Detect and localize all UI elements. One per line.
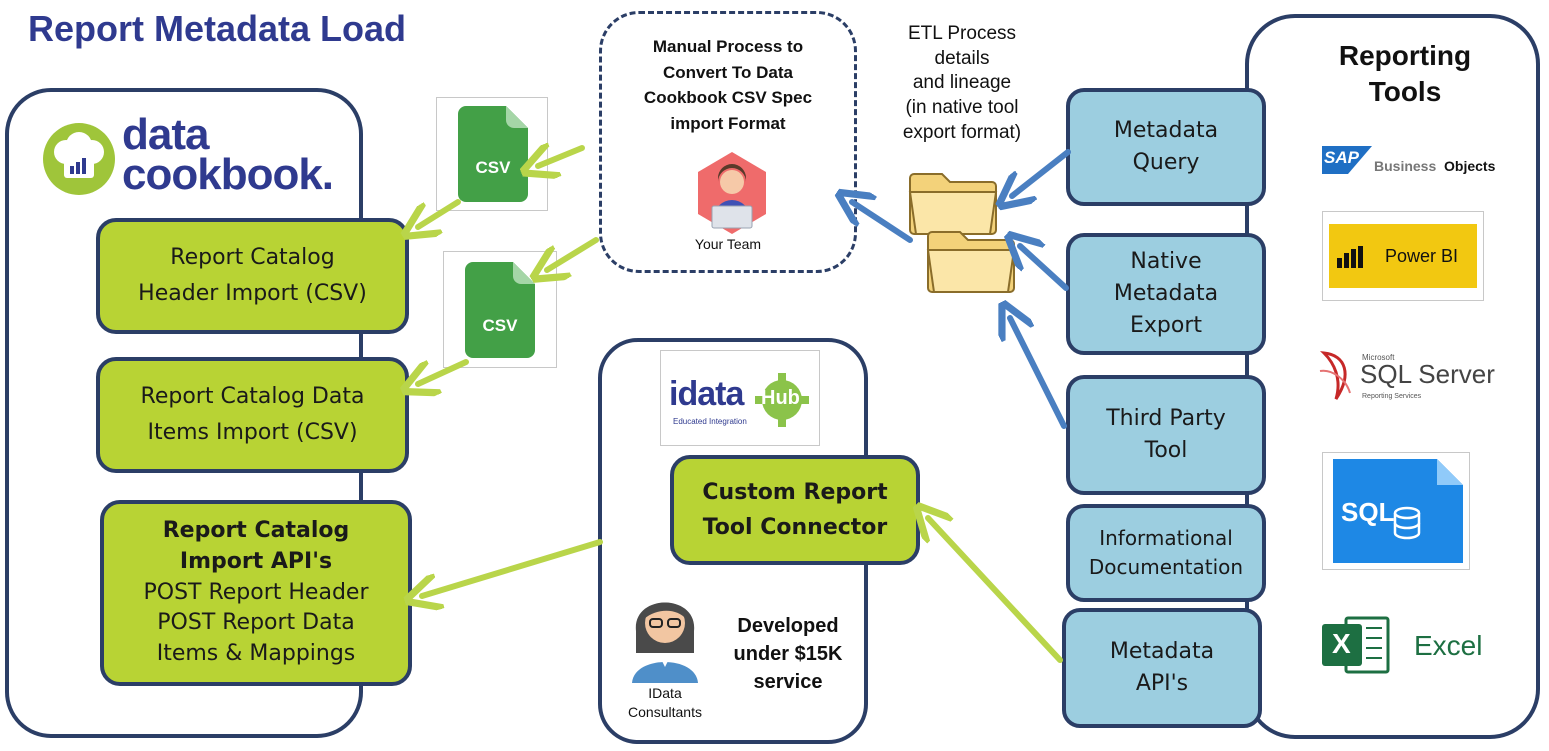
sql-database-icon <box>1333 459 1463 563</box>
team-member-icon <box>698 152 766 234</box>
reporting-tools-panel <box>1245 14 1540 739</box>
folder-icon <box>926 231 1016 293</box>
sql-database-label: SQL <box>1341 497 1395 527</box>
manual-process-text: Manual Process to Convert To Data Cookbo… <box>643 37 813 133</box>
report-catalog-header-import-box: Report Catalog Header Import (CSV) <box>96 218 409 334</box>
chef-hat-icon <box>43 123 115 195</box>
page-title: Report Metadata Load <box>28 8 407 49</box>
idatahub-logo-tagline: Educated Integration <box>673 417 747 426</box>
source-metadata-query: Metadata Query <box>1066 88 1266 206</box>
sql-server-subtitle: Reporting Services <box>1362 393 1422 400</box>
idatahub-logo: idata Hub Educated Integration <box>660 350 820 446</box>
source-informational-documentation: Informational Documentation <box>1066 504 1266 602</box>
datacookbook-word-cookbook: cookbook. <box>122 150 334 199</box>
arrow-manual-to-csv2 <box>547 237 599 270</box>
excel-logo: X Excel <box>1322 612 1492 682</box>
sap-business-text: Business <box>1374 158 1437 174</box>
arrow-folder-to-manual-process <box>852 202 913 243</box>
powerbi-icon <box>1337 246 1363 268</box>
sql-database-logo: SQL <box>1322 452 1470 570</box>
idata-consultants-caption: IData Consultants <box>628 685 702 720</box>
idatahub-logo-letters: idata <box>669 375 744 413</box>
import-api-title: Report Catalog Import API's <box>162 518 350 574</box>
arrow-native-export-to-folder <box>1020 246 1069 291</box>
gear-icon <box>755 373 809 427</box>
sql-server-microsoft: Microsoft <box>1362 353 1395 362</box>
sap-businessobjects-logo: SAP Business Objects <box>1322 146 1507 180</box>
arrow-csv2-to-data-items-import <box>418 359 469 384</box>
powerbi-label: Power BI <box>1385 246 1459 266</box>
your-team-caption: Your Team <box>694 236 762 252</box>
csv-file-icon <box>458 106 528 202</box>
sql-server-icon <box>1319 351 1351 400</box>
sap-objects-text: Objects <box>1444 158 1496 174</box>
arrow-metadata-api-to-connector <box>928 518 1063 663</box>
csv-label: CSV <box>482 316 518 335</box>
excel-icon <box>1322 616 1390 674</box>
source-third-party-tool: Third Party Tool <box>1066 375 1266 495</box>
arrow-metadata-query-to-folder <box>1012 149 1071 196</box>
source-metadata-apis: Metadata API's <box>1062 608 1262 728</box>
manual-process-box: Manual Process to Convert To Data Cookbo… <box>599 11 857 273</box>
csv-file-card-2: CSV <box>443 251 557 368</box>
datacookbook-logo: data cookbook. <box>42 110 334 199</box>
excel-icon-letter: X <box>1332 628 1351 659</box>
powerbi-logo: Power BI <box>1322 211 1484 301</box>
report-catalog-import-api-box: Report Catalog Import API's POST Report … <box>100 500 412 686</box>
etl-process-label: ETL Process details and lineage (in nati… <box>902 23 1022 143</box>
import-api-endpoints: POST Report Header POST Report Data Item… <box>143 579 369 667</box>
report-catalog-data-items-import-box: Report Catalog Data Items Import (CSV) <box>96 357 409 473</box>
csv-label: CSV <box>475 158 511 177</box>
arrow-third-party-to-folder <box>1010 318 1067 429</box>
sql-server-name: SQL Server <box>1360 359 1495 389</box>
sap-badge-text: SAP <box>1324 148 1359 167</box>
reporting-tools-title: Reporting Tools <box>1338 40 1472 108</box>
idatahub-logo-hub: Hub <box>761 387 800 409</box>
arrow-manual-to-csv1 <box>538 148 585 166</box>
sql-server-logo: Microsoft SQL Server Reporting Services <box>1312 345 1512 415</box>
datacookbook-word-data: data <box>122 110 209 159</box>
arrow-csv1-to-header-import <box>418 199 461 227</box>
source-native-metadata-export: Native Metadata Export <box>1066 233 1266 355</box>
custom-report-tool-connector-box: Custom Report Tool Connector <box>670 455 920 565</box>
sap-badge-icon <box>1322 146 1372 174</box>
arrow-idatahub-to-import-api <box>422 539 603 596</box>
developed-service-text: Developed under $15K service <box>733 615 843 693</box>
consultant-avatar-icon <box>632 602 698 683</box>
excel-label: Excel <box>1414 630 1483 661</box>
